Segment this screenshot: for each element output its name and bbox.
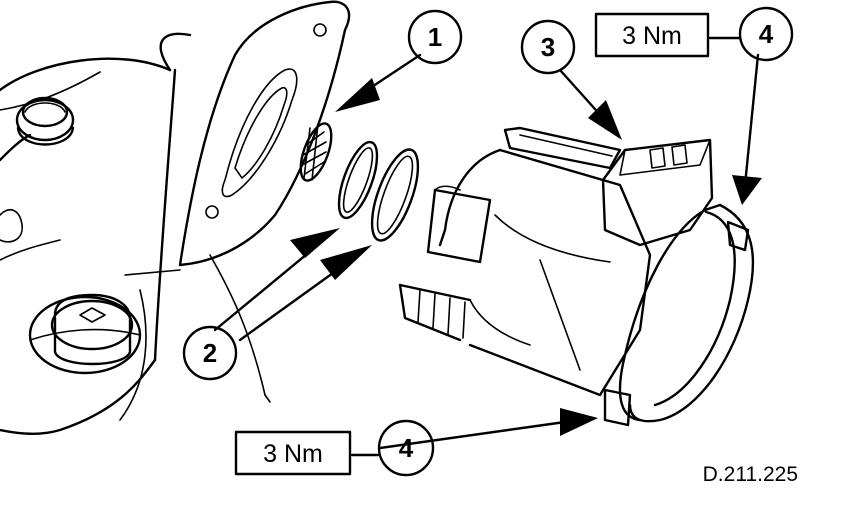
solenoid-valve-assembly (398, 126, 755, 427)
leader-arrows (213, 36, 762, 457)
callout-3-number: 3 (541, 32, 555, 62)
callout-3: 3 (520, 19, 576, 75)
callout-4-bottom-number: 4 (399, 433, 414, 463)
callout-1: 1 (407, 9, 463, 65)
gasket-plate (178, 0, 351, 267)
callout-4-top: 4 (738, 6, 794, 62)
torque-label-top: 3 Nm (594, 12, 710, 58)
bolt-boss-upper (15, 96, 75, 146)
torque-value-bottom: 3 Nm (263, 440, 323, 468)
filter-screen (299, 122, 333, 182)
engine-housing (0, 32, 271, 435)
callout-2: 2 (182, 325, 238, 381)
o-rings (337, 140, 420, 242)
callout-4-top-number: 4 (759, 19, 774, 49)
torque-value-top: 3 Nm (622, 22, 682, 50)
bolt-socket-lower (28, 293, 142, 375)
callout-1-number: 1 (428, 22, 442, 52)
callout-4-bottom: 4 (377, 419, 435, 477)
figure-reference: D.211.225 (703, 463, 798, 486)
callout-2-number: 2 (203, 338, 217, 368)
torque-label-bottom: 3 Nm (234, 430, 352, 476)
